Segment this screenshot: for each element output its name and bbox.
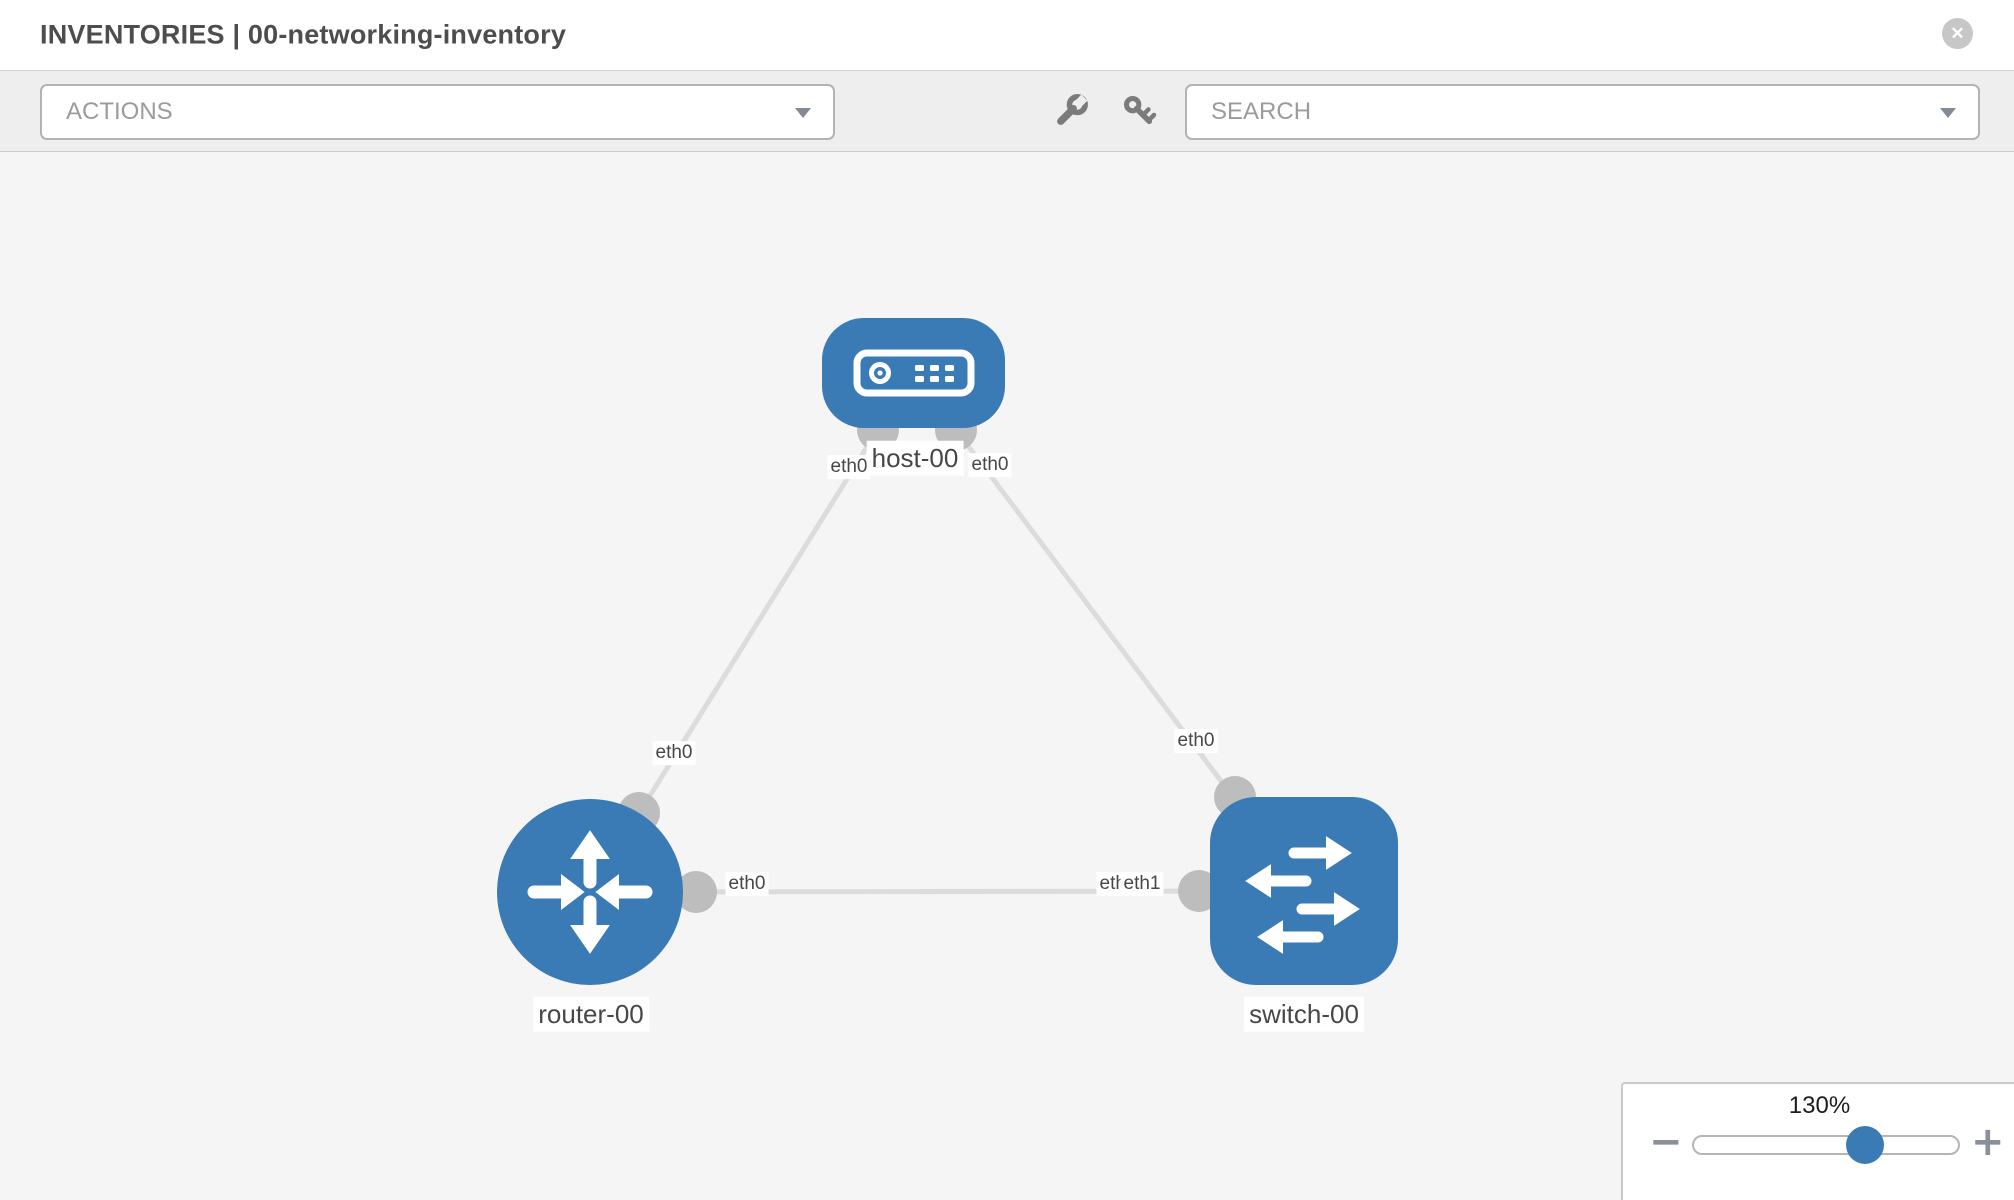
search-dropdown-label: SEARCH: [1211, 98, 1312, 125]
zoom-level-value: 130%: [1788, 1092, 1851, 1119]
topology-links-layer: [587, 371, 1306, 913]
port-router-eth0b: [675, 871, 717, 913]
close-button[interactable]: ✕: [1942, 18, 1973, 49]
zoom-slider-track[interactable]: [1692, 1135, 1960, 1155]
port-label: eth0: [827, 455, 871, 479]
chevron-down-icon: [1940, 108, 1956, 118]
router-icon: [527, 830, 653, 954]
zoom-slider-handle[interactable]: [1846, 1126, 1884, 1164]
port-label: eth0: [652, 741, 696, 765]
node-host-00[interactable]: [822, 318, 1005, 428]
port-label: eth0: [1174, 729, 1218, 753]
zoom-out-button[interactable]: −: [1649, 1119, 1683, 1165]
search-dropdown[interactable]: SEARCH: [1185, 84, 1980, 140]
node-switch-00[interactable]: [1210, 797, 1398, 985]
port-label: eth1: [1120, 872, 1164, 896]
toolbar: ACTIONS SEARCH: [0, 70, 2014, 152]
node-label-router-00: router-00: [533, 996, 649, 1032]
actions-dropdown[interactable]: ACTIONS: [40, 84, 835, 140]
switch-icon: [1245, 836, 1360, 954]
wrench-icon-glyph: [1057, 94, 1088, 125]
node-label-switch-00: switch-00: [1244, 996, 1364, 1032]
zoom-in-button[interactable]: +: [1971, 1119, 2005, 1165]
port-label: eth0: [968, 453, 1012, 477]
wrench-icon[interactable]: [1050, 90, 1092, 132]
node-router-00[interactable]: [497, 799, 683, 985]
page-title: INVENTORIES | 00-networking-inventory: [40, 19, 567, 50]
zoom-control-panel: 130% − +: [1621, 1082, 2014, 1200]
port-label: eth0: [725, 872, 769, 896]
actions-dropdown-label: ACTIONS: [66, 98, 173, 125]
key-icon[interactable]: [1118, 90, 1160, 132]
topology-canvas[interactable]: eth0 eth0 eth0 eth0 eth0 eth0 eth1 host-…: [0, 152, 2014, 1200]
chevron-down-icon: [795, 108, 811, 118]
header: INVENTORIES | 00-networking-inventory ✕: [0, 0, 2014, 70]
port-switch-eth1: [1178, 870, 1220, 912]
node-label-host-00: host-00: [866, 440, 964, 476]
close-icon: ✕: [1950, 23, 1965, 43]
key-icon-glyph: [1124, 96, 1157, 125]
host-icon: [853, 349, 974, 397]
